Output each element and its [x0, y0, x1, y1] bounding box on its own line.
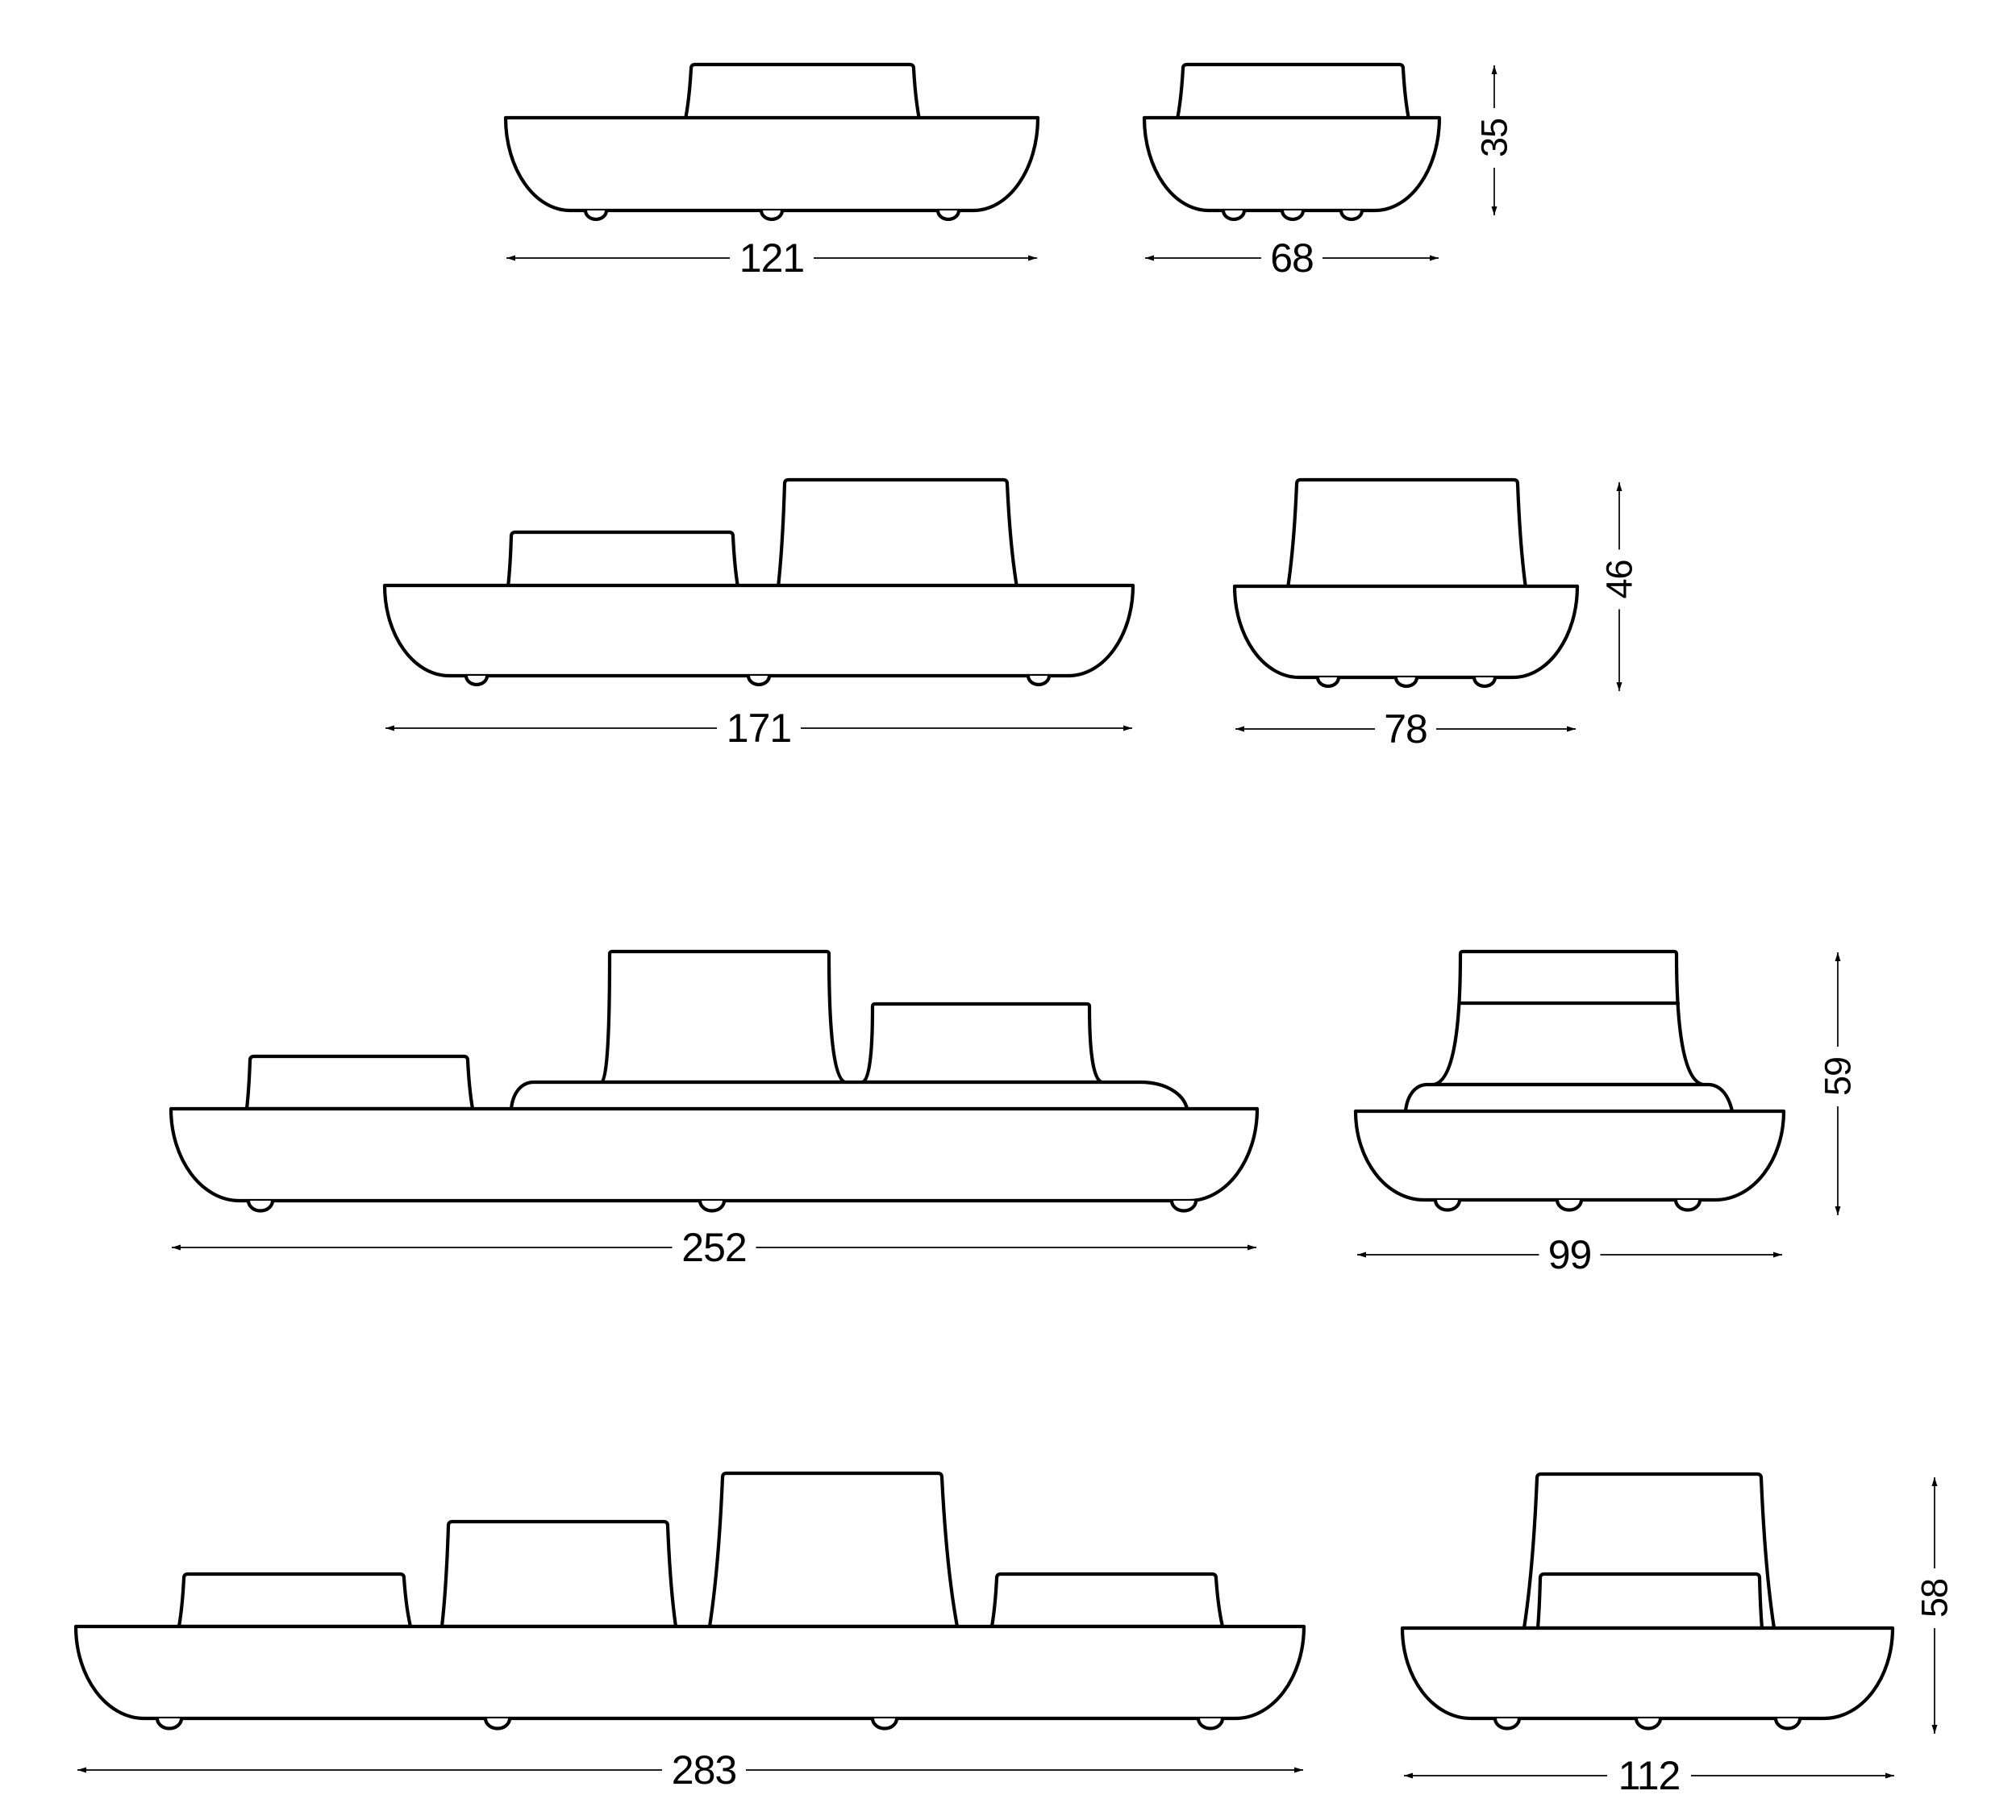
- svg-text:59: 59: [1818, 1057, 1859, 1096]
- svg-text:68: 68: [1270, 235, 1314, 281]
- svg-text:99: 99: [1548, 1232, 1592, 1277]
- svg-text:112: 112: [1618, 1753, 1681, 1798]
- svg-text:46: 46: [1599, 560, 1640, 598]
- svg-text:58: 58: [1914, 1579, 1956, 1618]
- svg-text:78: 78: [1384, 706, 1427, 752]
- svg-text:252: 252: [681, 1225, 746, 1270]
- svg-text:283: 283: [672, 1747, 736, 1793]
- svg-text:35: 35: [1474, 119, 1515, 157]
- svg-text:171: 171: [727, 706, 791, 751]
- svg-text:121: 121: [739, 235, 804, 281]
